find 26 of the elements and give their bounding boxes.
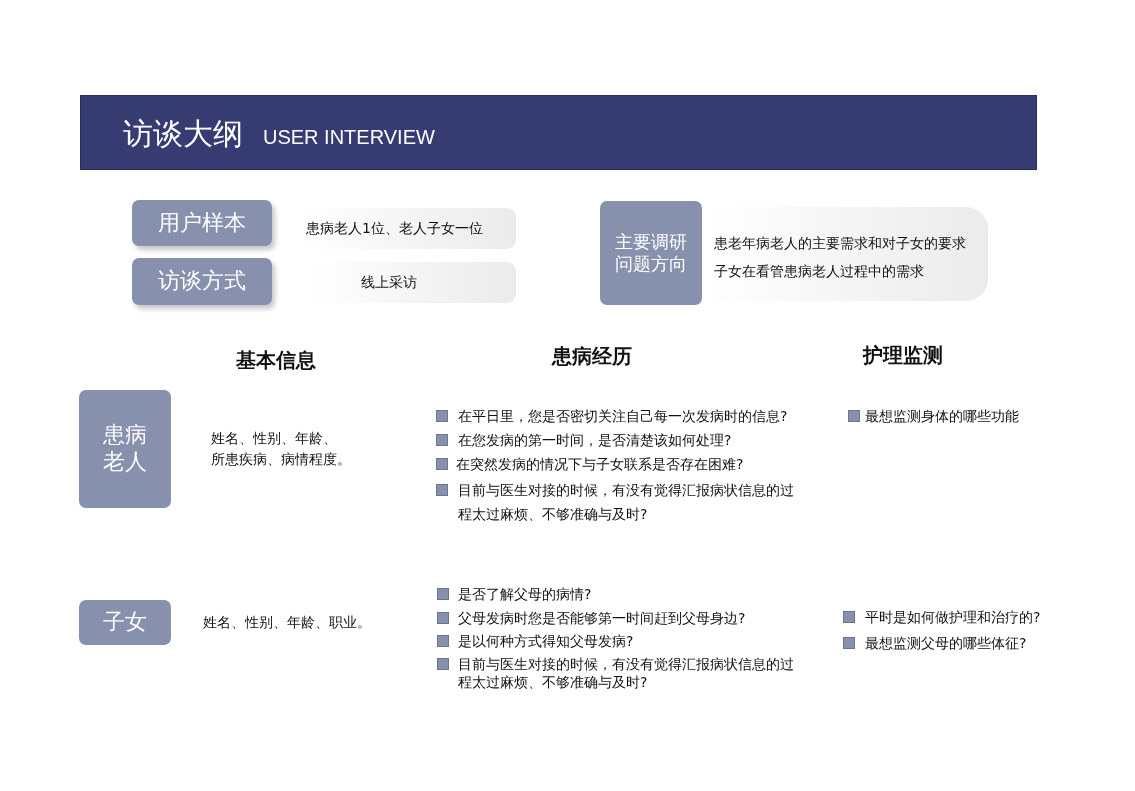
column-heading: 患病经历 bbox=[552, 343, 632, 369]
subtitle-text: USER INTERVIEW bbox=[263, 125, 435, 150]
title-text: 访谈大纲 bbox=[123, 115, 243, 153]
column-heading: 基本信息 bbox=[236, 347, 316, 373]
column-heading: 护理监测 bbox=[863, 342, 943, 368]
header-band bbox=[80, 95, 1037, 170]
row-header-tag: 子女 bbox=[79, 600, 171, 645]
info-text: 姓名、性别、年龄、职业。 bbox=[203, 613, 371, 632]
question-text: 父母发病时您是否能够第一时间赶到父母身边? bbox=[458, 609, 746, 628]
label-tag: 访谈方式 bbox=[132, 258, 272, 305]
info-text: 姓名、性别、年龄、所患疾病、病情程度。 bbox=[211, 428, 352, 469]
question-text: 目前与医生对接的时候，有没有觉得汇报病状信息的过程太过麻烦、不够准确与及时? bbox=[458, 481, 795, 524]
question-text: 平时是如何做护理和治疗的? bbox=[865, 608, 1041, 627]
panel-text: 患老年病老人的主要需求和对子女的要求 bbox=[714, 234, 966, 253]
question-text: 是否了解父母的病情? bbox=[458, 585, 592, 604]
question-text: 最想监测身体的哪些功能 bbox=[865, 407, 1019, 426]
question-text: 目前与医生对接的时候，有没有觉得汇报病状信息的过程太过麻烦、不够准确与及时? bbox=[458, 655, 795, 691]
row-header-tag: 患病老人 bbox=[79, 390, 171, 508]
question-text: 在您发病的第一时间，是否清楚该如何处理? bbox=[458, 431, 732, 450]
label-tag: 用户样本 bbox=[132, 200, 272, 246]
panel-text: 子女在看管患病老人过程中的需求 bbox=[714, 262, 924, 281]
topic-tag: 主要调研问题方向 bbox=[600, 201, 702, 305]
question-text: 是以何种方式得知父母发病? bbox=[458, 632, 634, 651]
question-text: 在突然发病的情况下与子女联系是否存在困难? bbox=[456, 455, 744, 474]
question-text: 最想监测父母的哪些体征? bbox=[865, 634, 1027, 653]
question-text: 在平日里，您是否密切关注自己每一次发病时的信息? bbox=[458, 407, 788, 426]
